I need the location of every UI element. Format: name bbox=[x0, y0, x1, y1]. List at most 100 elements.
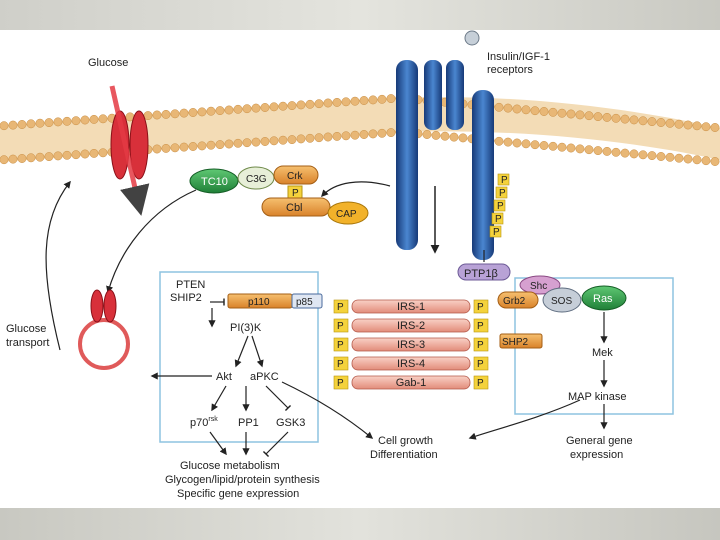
lipid-head bbox=[62, 150, 72, 160]
lipid-head bbox=[683, 120, 693, 130]
lipid-head bbox=[44, 152, 54, 162]
lipid-head bbox=[620, 114, 630, 124]
lipid-head bbox=[431, 130, 441, 140]
lipid-head bbox=[386, 94, 396, 104]
insulin-receptor-label-line2: receptors bbox=[487, 64, 533, 76]
p110-label: p110 bbox=[248, 297, 270, 308]
lipid-head bbox=[710, 157, 720, 166]
lipid-head bbox=[215, 140, 225, 150]
lipid-head bbox=[683, 154, 693, 164]
lipid-head bbox=[629, 149, 639, 159]
lipid-head bbox=[692, 155, 702, 165]
lipid-head bbox=[575, 110, 585, 120]
phospho-left bbox=[333, 337, 349, 352]
phospho-right bbox=[473, 356, 489, 371]
p70rsk-label: p70rsk bbox=[190, 416, 218, 429]
lipid-head bbox=[35, 152, 45, 162]
lipid-head bbox=[566, 143, 576, 153]
ship2-left-label: SHIP2 bbox=[170, 292, 202, 304]
insulin-receptor-label-line1: Insulin/IGF-1 bbox=[487, 51, 550, 63]
lipid-head bbox=[296, 134, 306, 144]
crk-label: Crk bbox=[287, 171, 304, 182]
glucose-channel bbox=[109, 85, 150, 216]
lipid-head bbox=[251, 103, 261, 113]
lipid-head bbox=[584, 111, 594, 121]
receptor-p-label-3: P bbox=[497, 201, 504, 212]
phospho-right-label: P bbox=[477, 321, 484, 332]
lipid-head bbox=[8, 120, 18, 130]
lipid-head bbox=[206, 106, 216, 116]
pp1-label: PP1 bbox=[238, 417, 259, 429]
lipid-head bbox=[53, 151, 63, 161]
p85-label: p85 bbox=[296, 297, 313, 308]
phospho-left-label: P bbox=[337, 340, 344, 351]
phospho-right-label: P bbox=[477, 359, 484, 370]
glut4-vesicle bbox=[78, 289, 130, 370]
receptor-phospho-5 bbox=[489, 225, 502, 238]
general-gene-label-line1: General gene bbox=[566, 435, 633, 447]
lipid-head bbox=[548, 107, 558, 117]
slide-bottom-band bbox=[0, 508, 720, 540]
lipid-head bbox=[17, 120, 27, 129]
map-kinase-label: MAP kinase bbox=[568, 391, 627, 403]
lipid-head bbox=[449, 132, 459, 142]
lipid-head bbox=[350, 130, 360, 140]
lipid-head bbox=[602, 146, 612, 156]
lipid-head bbox=[269, 136, 279, 146]
phospho-right-label: P bbox=[477, 302, 484, 313]
lipid-head bbox=[233, 138, 243, 148]
lipid-head bbox=[224, 139, 234, 149]
lipid-head bbox=[260, 103, 270, 112]
lipid-head bbox=[539, 141, 549, 150]
lipid-head bbox=[287, 135, 297, 145]
lipid-head bbox=[314, 99, 324, 109]
phospho-right-label: P bbox=[477, 340, 484, 351]
receptor-phospho-1 bbox=[497, 173, 510, 186]
lipid-head bbox=[53, 117, 63, 127]
lipid-head bbox=[512, 138, 522, 148]
lipid-head bbox=[152, 144, 162, 154]
phospho-left-label: P bbox=[337, 359, 344, 370]
lipid-head bbox=[503, 137, 513, 147]
lipid-head bbox=[593, 112, 603, 122]
general-gene-label-line2: expression bbox=[570, 449, 623, 461]
lipid-head bbox=[611, 113, 621, 123]
lipid-head bbox=[80, 149, 90, 159]
tc10-label: TC10 bbox=[201, 176, 228, 188]
irs-bar bbox=[351, 318, 471, 333]
lipid-head bbox=[602, 112, 612, 122]
phospho-right bbox=[473, 299, 489, 314]
lipid-head bbox=[26, 153, 36, 163]
lipid-head bbox=[233, 104, 243, 114]
lipid-head bbox=[71, 150, 81, 160]
lipid-head bbox=[161, 109, 171, 119]
lipid-head bbox=[629, 115, 639, 125]
phospho-right bbox=[473, 318, 489, 333]
crk-phospho-label: P bbox=[292, 188, 299, 199]
lipid-head bbox=[503, 103, 513, 113]
lipid-head bbox=[566, 109, 576, 119]
receptor-p-label-2: P bbox=[499, 188, 506, 199]
lipid-head bbox=[179, 108, 189, 118]
glucose-transport-label-line1: Glucose bbox=[6, 323, 46, 335]
lipid-head bbox=[170, 109, 180, 119]
lipid-head bbox=[710, 123, 720, 132]
lipid-head bbox=[350, 96, 360, 106]
shc-label: Shc bbox=[530, 281, 547, 292]
lipid-head bbox=[179, 142, 189, 152]
lipid-head bbox=[575, 144, 585, 154]
lipid-head bbox=[188, 108, 198, 117]
lipid-head bbox=[323, 132, 333, 142]
lipid-head bbox=[287, 101, 297, 111]
lipid-head bbox=[692, 121, 702, 131]
lipid-head bbox=[323, 98, 333, 108]
lipid-head bbox=[161, 143, 171, 153]
lipid-head bbox=[377, 94, 387, 104]
irs-bar bbox=[351, 337, 471, 352]
phospho-left-label: P bbox=[337, 302, 344, 313]
lipid-head bbox=[341, 131, 351, 141]
cap-label: CAP bbox=[336, 209, 357, 220]
lipid-head bbox=[674, 153, 684, 163]
